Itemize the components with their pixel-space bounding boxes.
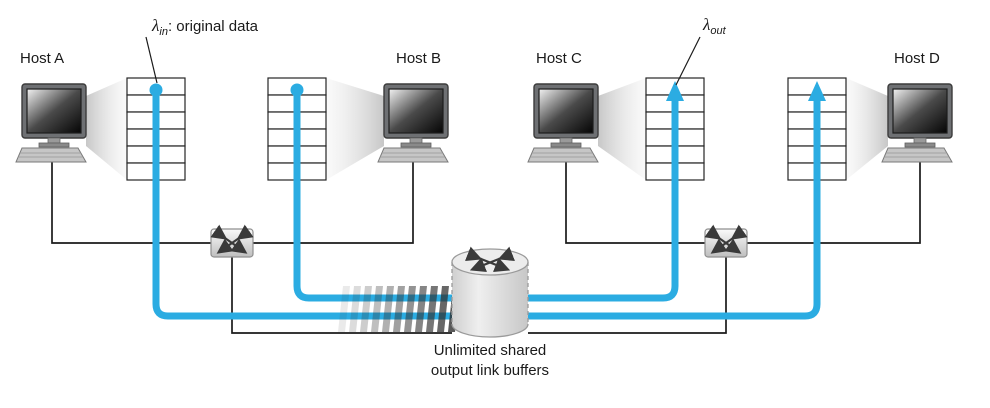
wire-left-router-to-shared [231,257,452,334]
wires [51,162,921,334]
wire-right-router-to-shared [528,257,727,334]
lambda-out-label: λout [703,15,726,37]
host-a-beam [86,78,127,180]
lambda-in-label: λin: original data [152,16,258,38]
shared-buffers-caption: Unlimited shared output link buffers [370,341,610,381]
lambda-out-subscript: out [710,25,726,37]
host-c-beam [598,78,646,180]
flow-start-dot-b [290,83,304,97]
wire-host-c [565,162,705,244]
flow-start-dot-a [149,83,163,97]
host-c-computer-icon [527,83,599,163]
host-b-label: Host B [396,50,442,67]
host-a-label: Host A [20,50,65,67]
lambda-in-symbol: λ [152,16,160,35]
lambda-out-callout-line [675,36,701,86]
edge-router-right-icon [705,229,747,257]
wire-host-d [747,162,921,244]
host-b-beam [326,78,384,180]
wire-host-b [253,162,414,244]
host-d-label: Host D [894,50,940,67]
shared-router-icon [451,246,529,338]
edge-router-left-icon [211,229,253,257]
lambda-in-callout-line [145,36,158,84]
host-c-label: Host C [536,50,582,67]
host-d-computer-icon [881,83,953,163]
caption-line-1: Unlimited shared [433,342,547,359]
host-a-computer-icon [15,83,87,163]
caption-line-2: output link buffers [430,362,550,379]
flow-arrow-c [666,81,684,101]
host-b-computer-icon [377,83,449,163]
flow-arrow-d [808,81,826,101]
lambda-in-rest: : original data [167,18,258,35]
lambda-out-symbol: λ [703,15,711,34]
lambda-in-subscript: in [159,26,168,38]
host-d-beam [846,78,888,180]
